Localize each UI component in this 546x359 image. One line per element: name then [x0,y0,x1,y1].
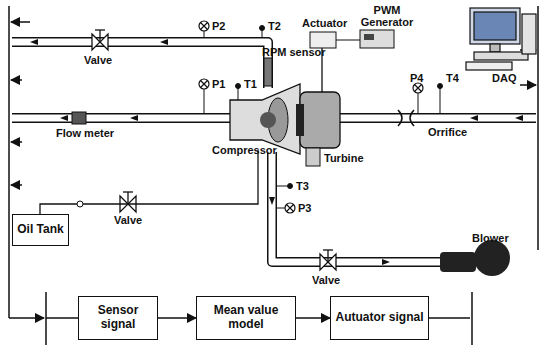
node-text: Sensor signal [79,304,157,332]
label: P2 [212,20,225,32]
label: Valve [84,54,112,66]
label: PWM Generator [352,4,422,28]
node-text: Mean value model [197,304,295,332]
label: T1 [244,78,257,90]
process-box: Mean value model [196,296,296,340]
process-box: Sensor signal [78,296,158,340]
signal-arrow [296,317,330,319]
label: T3 [296,180,309,192]
label: RPM sensor [262,46,326,58]
label: T4 [446,72,459,84]
process-box: Autuator signal [330,296,429,340]
label: Valve [114,214,142,226]
label: Valve [312,274,340,286]
node-text: Autuator signal [335,311,423,325]
oil-tank: Oil Tank [12,214,69,246]
label: Turbine [324,152,364,164]
signal-arrow [158,317,196,319]
label: Orrifice [428,126,467,138]
label: Actuator [302,17,347,29]
label: Blower [472,232,509,244]
label: P4 [410,72,423,84]
label: P3 [298,202,311,214]
label: DAQ [492,72,516,84]
label: Flow meter [56,127,114,139]
node-text: Oil Tank [17,223,63,237]
label: T2 [268,20,281,32]
label: Compressor [212,144,277,156]
label: P1 [212,78,225,90]
